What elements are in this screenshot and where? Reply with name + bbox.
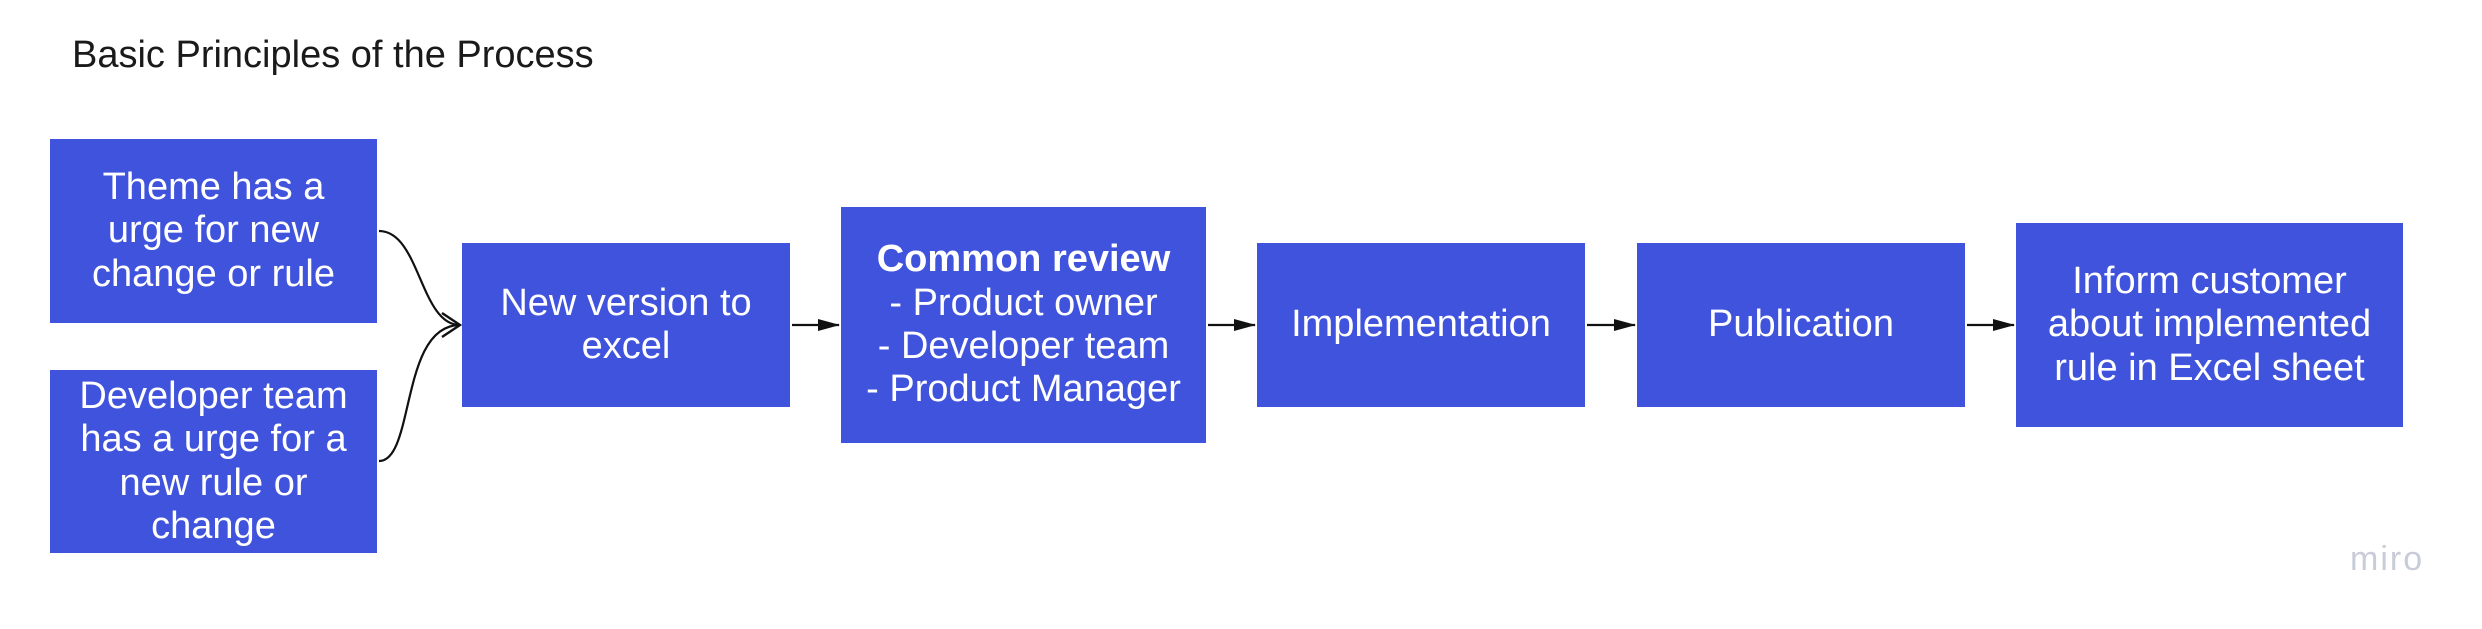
node-new-version[interactable]: New version to excel: [462, 243, 790, 407]
node-theme-urge[interactable]: Theme has a urge for new change or rule: [50, 139, 377, 323]
node-text-line: change or rule: [92, 252, 335, 295]
node-developer-urge[interactable]: Developer team has a urge for a new rule…: [50, 370, 377, 553]
node-text-line: urge for new: [107, 209, 320, 252]
node-text-line: New version to: [500, 281, 752, 324]
node-common-review[interactable]: Common review - Product owner - Develope…: [841, 207, 1206, 443]
node-text-line: Developer team: [79, 374, 348, 417]
review-item: - Developer team: [877, 325, 1170, 367]
merge-arrowhead: [441, 312, 463, 338]
diagram-title: Basic Principles of the Process: [72, 34, 594, 76]
connector-theme-to-new-version: [378, 229, 461, 327]
node-inform-customer[interactable]: Inform customer about implemented rule i…: [2016, 223, 2403, 427]
node-text-line: new rule or: [119, 461, 308, 504]
node-text-line: Inform customer: [2072, 260, 2347, 303]
connector-developer-to-new-version: [378, 323, 461, 463]
node-text-line: has a urge for a: [80, 418, 347, 461]
node-text-line: change: [151, 504, 276, 547]
miro-logo: miro: [2350, 540, 2425, 578]
node-text-line: excel: [581, 325, 671, 367]
review-item: - Product Manager: [866, 368, 1181, 411]
node-text-line: rule in Excel sheet: [2054, 346, 2365, 389]
node-text-line: Publication: [1708, 303, 1894, 346]
node-text-line: about implemented: [2047, 303, 2372, 346]
node-publication[interactable]: Publication: [1637, 243, 1965, 407]
node-implementation[interactable]: Implementation: [1257, 243, 1585, 407]
node-text-line: Implementation: [1291, 303, 1551, 346]
review-heading: Common review: [876, 238, 1171, 281]
node-text-line: Theme has a: [102, 166, 325, 209]
review-item: - Product owner: [889, 281, 1158, 324]
